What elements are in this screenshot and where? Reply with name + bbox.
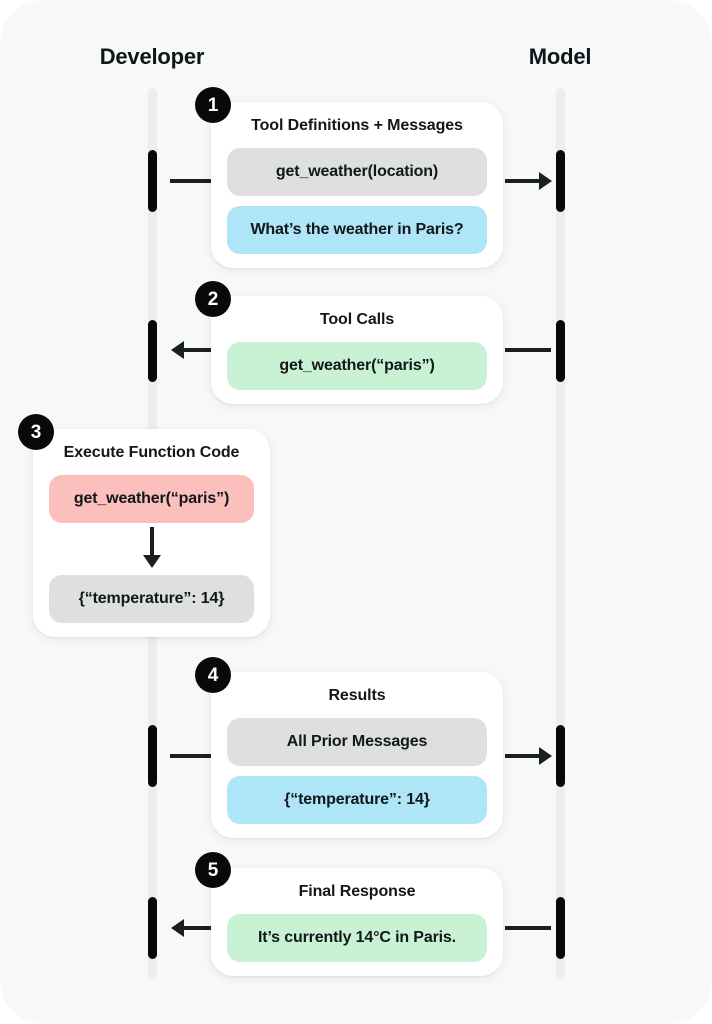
step-badge-1: 1 xyxy=(195,87,231,123)
lifeline-model xyxy=(556,88,565,980)
arrow-head-step1 xyxy=(539,172,552,190)
step-badge-5: 5 xyxy=(195,852,231,888)
column-header-model: Model xyxy=(528,44,592,69)
step-card-4[interactable]: Results All Prior Messages {“temperature… xyxy=(211,672,503,838)
step-card-1-title: Tool Definitions + Messages xyxy=(251,117,463,134)
arrow-line-step5-out xyxy=(505,926,551,930)
step-badge-3: 3 xyxy=(18,414,54,450)
flow-down-arrow-icon xyxy=(49,527,254,571)
step-card-2[interactable]: Tool Calls get_weather(“paris”) xyxy=(211,296,503,404)
activation-model-step1 xyxy=(556,150,565,212)
step-card-5-title: Final Response xyxy=(298,883,416,900)
activation-developer-step1 xyxy=(148,150,157,212)
step-card-4-pill-0: All Prior Messages xyxy=(227,718,487,766)
activation-developer-step5 xyxy=(148,897,157,959)
arrow-line-step1-in xyxy=(505,179,541,183)
step-card-4-pill-1: {“temperature”: 14} xyxy=(227,776,487,824)
arrow-head-step5 xyxy=(171,919,184,937)
step-card-3-pill-0: get_weather(“paris”) xyxy=(49,475,254,523)
arrow-line-step5-in xyxy=(184,926,216,930)
arrow-head-step4 xyxy=(539,747,552,765)
step-card-2-title: Tool Calls xyxy=(319,311,395,328)
step-card-3-title: Execute Function Code xyxy=(63,444,240,461)
step-card-3-pill-1: {“temperature”: 14} xyxy=(49,575,254,623)
column-header-developer: Developer xyxy=(99,44,205,69)
activation-model-step5 xyxy=(556,897,565,959)
step-card-4-title: Results xyxy=(328,687,386,704)
step-card-1-pill-0: get_weather(location) xyxy=(227,148,487,196)
step-card-3[interactable]: Execute Function Code get_weather(“paris… xyxy=(33,429,270,637)
arrow-line-step1-out xyxy=(170,179,216,183)
activation-developer-step2 xyxy=(148,320,157,382)
step-card-1-pill-1: What’s the weather in Paris? xyxy=(227,206,487,254)
arrow-line-step2-in xyxy=(184,348,216,352)
step-card-5[interactable]: Final Response It’s currently 14°C in Pa… xyxy=(211,868,503,976)
step-badge-2: 2 xyxy=(195,281,231,317)
activation-developer-step4 xyxy=(148,725,157,787)
arrow-line-step2-out xyxy=(505,348,551,352)
step-card-1[interactable]: Tool Definitions + Messages get_weather(… xyxy=(211,102,503,268)
arrow-line-step4-in xyxy=(505,754,541,758)
activation-model-step2 xyxy=(556,320,565,382)
activation-model-step4 xyxy=(556,725,565,787)
step-badge-4: 4 xyxy=(195,657,231,693)
arrow-line-step4-out xyxy=(170,754,216,758)
step-card-2-pill-0: get_weather(“paris”) xyxy=(227,342,487,390)
arrow-head-step2 xyxy=(171,341,184,359)
step-card-5-pill-0: It’s currently 14°C in Paris. xyxy=(227,914,487,962)
